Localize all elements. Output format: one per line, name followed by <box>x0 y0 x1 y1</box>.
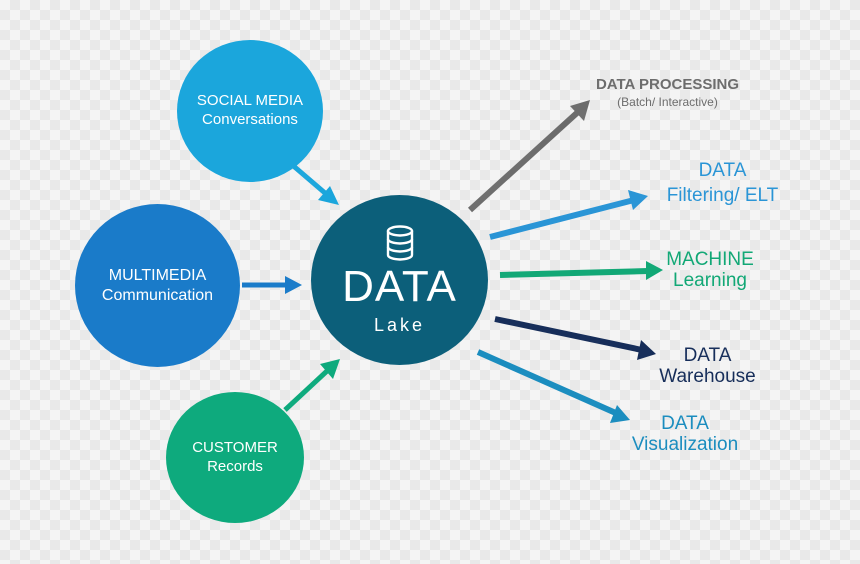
arrowhead-customer <box>320 359 340 379</box>
warehouse-title: DATA <box>683 345 732 366</box>
processing-title: DATA PROCESSING <box>595 76 740 93</box>
database-icon <box>386 224 413 261</box>
filtering-subtitle: Filtering/ ELT <box>666 184 779 206</box>
customer-title: CUSTOMER <box>192 438 278 456</box>
social-media-subtitle: Conversations <box>202 111 298 128</box>
output-visualization-label: DATA Visualization <box>615 413 755 456</box>
arrow-to-visualization <box>476 349 620 417</box>
multimedia-subtitle: Communication <box>101 286 214 304</box>
warehouse-subtitle: Warehouse <box>659 366 756 388</box>
customer-circle: CUSTOMER Records <box>166 392 304 523</box>
multimedia-title: MULTIMEDIA <box>108 266 207 284</box>
input-arrows <box>242 161 340 412</box>
arrow-to-filtering <box>489 197 635 240</box>
filtering-title: DATA <box>698 160 747 181</box>
data-lake-title: DATA <box>342 261 457 311</box>
social-media-title: SOCIAL MEDIA <box>196 92 304 110</box>
data-lake-subtitle: Lake <box>373 314 426 335</box>
visualization-title: DATA <box>661 413 709 434</box>
arrow-to-warehouse <box>494 316 643 353</box>
arrowhead-filtering <box>628 190 648 210</box>
arrowhead-social <box>318 186 339 205</box>
ml-title: MACHINE <box>666 249 754 270</box>
arrowhead-processing <box>570 100 590 121</box>
arrow-to-ml <box>499 268 649 278</box>
arrow-to-processing <box>467 109 581 213</box>
arrowhead-multimedia <box>285 276 302 294</box>
data-lake-circle: DATA Lake <box>311 195 488 365</box>
arrowhead-ml <box>646 261 663 280</box>
output-filtering-label: DATA Filtering/ ELT <box>650 159 795 208</box>
output-warehouse-label: DATA Warehouse <box>645 345 770 388</box>
output-processing-label: DATA PROCESSING (Batch/ Interactive) <box>580 76 755 109</box>
arrow-customer-to-lake <box>283 369 329 412</box>
arrow-social-to-lake <box>288 161 327 195</box>
output-arrows <box>467 100 663 423</box>
social-media-circle: SOCIAL MEDIA Conversations <box>177 40 323 182</box>
output-ml-label: MACHINE Learning <box>660 249 760 292</box>
processing-subtitle: (Batch/ Interactive) <box>617 95 718 109</box>
visualization-subtitle: Visualization <box>631 434 739 456</box>
ml-subtitle: Learning <box>673 270 747 292</box>
arrowhead-warehouse <box>637 340 656 360</box>
multimedia-circle: MULTIMEDIA Communication <box>75 204 240 367</box>
arrowhead-visualization <box>610 405 630 423</box>
customer-subtitle: Records <box>207 457 263 475</box>
